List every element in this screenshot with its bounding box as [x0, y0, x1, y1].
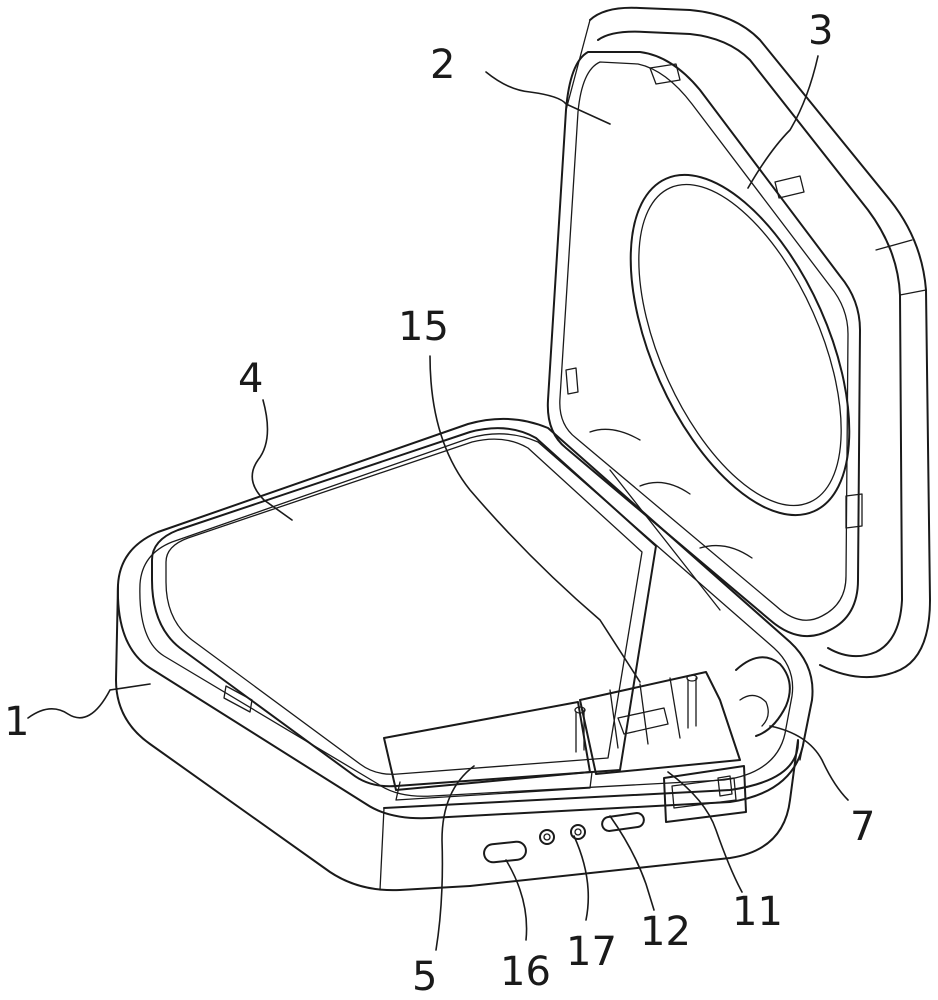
indicator-light-2	[570, 824, 586, 840]
lid-outer-edge	[589, 6, 931, 679]
circuit-board	[383, 701, 593, 801]
board-plate	[383, 701, 591, 791]
housing-outer-rim	[116, 417, 814, 820]
label-charging-coil: 3	[808, 8, 833, 54]
power-button	[483, 840, 527, 864]
label-housing: 1	[4, 699, 29, 745]
housing-bottom-edge	[115, 584, 471, 892]
battery-inner	[165, 438, 643, 775]
lid	[546, 6, 931, 679]
housing-front-face	[383, 739, 800, 887]
label-connector: 15	[398, 304, 449, 350]
label-usb-port: 11	[732, 889, 783, 935]
label-power-button: 16	[500, 949, 551, 995]
part-labels: 1 2 3 4 5 7 11 12 15 16 17	[4, 8, 875, 1000]
indicator-light	[539, 829, 555, 845]
label-lid: 2	[430, 42, 455, 88]
label-micro-usb-port: 12	[640, 909, 691, 955]
battery	[151, 427, 657, 788]
battery-outer	[151, 427, 657, 788]
micro-usb-port	[601, 812, 645, 832]
lid-inner-frame	[546, 51, 861, 637]
label-battery: 4	[238, 356, 263, 402]
lid-inner-lip	[559, 61, 849, 621]
housing-inner-rim	[139, 433, 794, 797]
connector-block	[574, 671, 741, 775]
usb-port	[663, 765, 747, 823]
leader-lines	[27, 55, 849, 951]
coil-inner-ring	[638, 183, 842, 507]
front-ports	[483, 765, 747, 864]
label-indicator-light: 17	[566, 929, 617, 975]
label-hinge: 7	[850, 804, 875, 850]
lid-face-edge	[597, 30, 903, 658]
housing	[115, 417, 814, 892]
coil-outer-ring	[629, 173, 851, 517]
hinge	[735, 656, 791, 737]
label-board: 5	[412, 954, 437, 1000]
charging-coil	[629, 173, 851, 517]
